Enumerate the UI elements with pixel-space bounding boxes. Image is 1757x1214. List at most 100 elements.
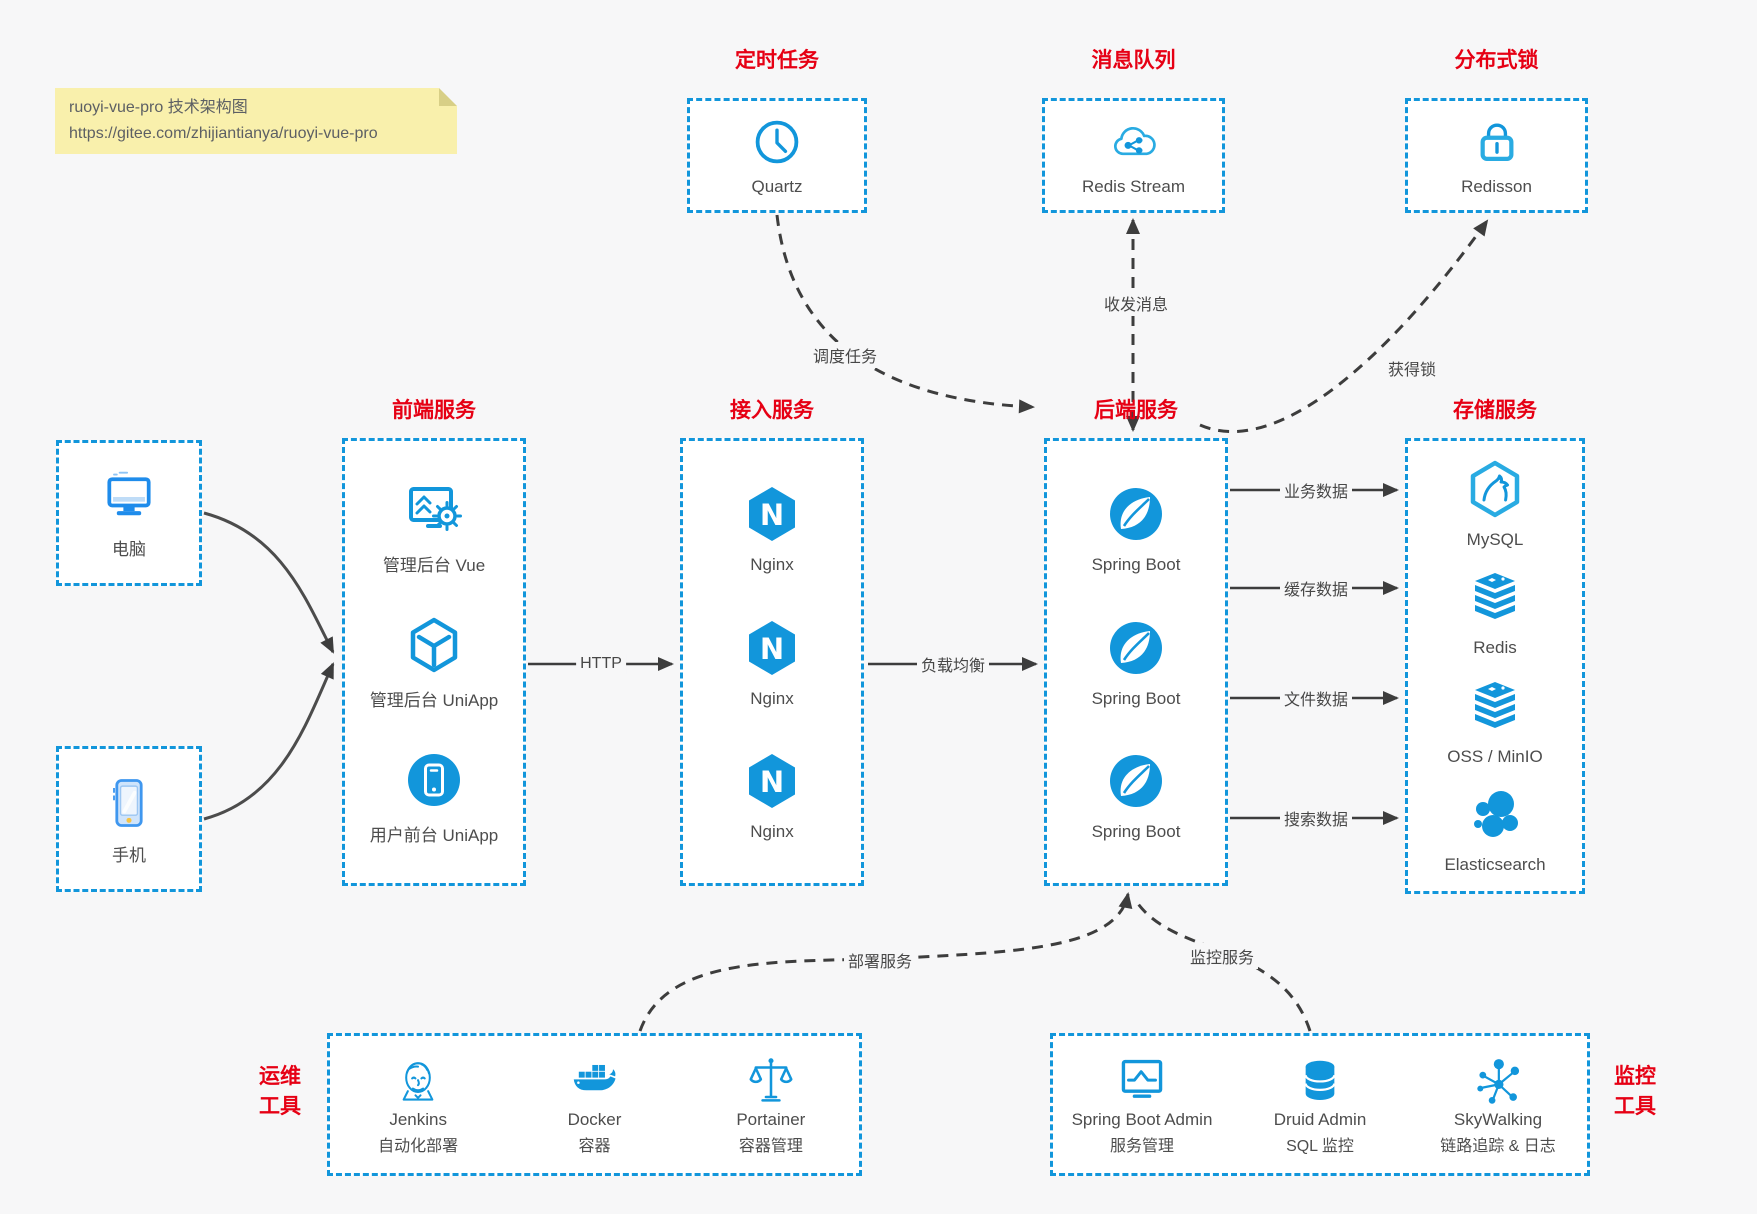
edge-schedule-task (775, 214, 1035, 414)
backend-item-spring-2: Spring Boot (1091, 616, 1181, 709)
storage-item-elasticsearch: Elasticsearch (1444, 782, 1546, 875)
frontend-box: 管理后台 Vue 管理后台 UniApp 用户前台 UniApp (342, 438, 526, 886)
group-title-gateway: 接入服务 (730, 399, 814, 422)
node-label: Spring Boot (1091, 554, 1181, 574)
tool-desc: 容器 (578, 1137, 611, 1155)
oss-stack-icon (1463, 674, 1527, 738)
svg-text:N: N (760, 498, 784, 532)
storage-box: MySQL Redis (1405, 438, 1585, 894)
storage-item-mysql: MySQL (1463, 457, 1527, 550)
node-label: Quartz (751, 176, 803, 196)
spring-boot-icon (1104, 749, 1168, 813)
group-title-storage: 存储服务 (1453, 399, 1537, 422)
tool-desc: 容器管理 (738, 1137, 803, 1155)
desktop-icon (99, 467, 159, 527)
svg-text:N: N (760, 632, 784, 666)
lock-icon (1470, 115, 1524, 169)
backend-item-spring-1: Spring Boot (1091, 482, 1181, 575)
clock-icon (750, 115, 804, 169)
edge-label-biz-data: 业务数据 (1279, 477, 1353, 503)
edge-label-deploy: 部署服务 (843, 947, 917, 973)
node-label: 电脑 (112, 539, 146, 559)
monitor-label-line2: 工具 (1614, 1095, 1656, 1119)
group-title-backend: 后端服务 (1094, 399, 1178, 422)
spring-boot-icon (1104, 482, 1168, 546)
tool-name: SkyWalking (1453, 1109, 1543, 1129)
ops-item-jenkins: Jenkins 自动化部署 (330, 1054, 506, 1156)
node-label: Elasticsearch (1444, 855, 1546, 875)
tool-name: Spring Boot Admin (1071, 1109, 1213, 1129)
note-url: https://gitee.com/zhijiantianya/ruoyi-vu… (69, 124, 378, 142)
frontend-item-admin-uniapp: 管理后台 UniApp (370, 613, 498, 711)
frontend-item-admin-vue: 管理后台 Vue (383, 478, 485, 576)
svg-text:N: N (760, 765, 784, 799)
group-title-scheduler: 定时任务 (735, 49, 819, 72)
edge-label-load-balance: 负载均衡 (916, 651, 990, 677)
node-label: 管理后台 Vue (382, 556, 486, 575)
backend-item-spring-3: Spring Boot (1091, 749, 1181, 842)
tool-desc: 链路追踪 & 日志 (1440, 1137, 1556, 1155)
elasticsearch-icon (1463, 782, 1527, 846)
computer-box: 电脑 (56, 440, 202, 586)
gateway-item-nginx-3: N Nginx (740, 749, 804, 842)
monitor-box: Spring Boot Admin 服务管理 Druid Admin SQL 监… (1050, 1033, 1590, 1176)
node-label: Redisson (1461, 176, 1532, 196)
ops-box: Jenkins 自动化部署 Docker 容器 (327, 1033, 862, 1176)
skywalking-icon (1471, 1054, 1525, 1108)
cloud-stream-icon (1107, 115, 1161, 169)
monitor-item-sba: Spring Boot Admin 服务管理 (1053, 1054, 1231, 1156)
storage-item-redis: Redis (1463, 565, 1527, 658)
node-label: Redis (1473, 638, 1517, 658)
tool-desc: 服务管理 (1109, 1137, 1174, 1155)
edge-label-cache-data: 缓存数据 (1279, 575, 1353, 601)
node-label: 手机 (112, 845, 146, 865)
lock-box: Redisson (1405, 98, 1588, 213)
node-label: Spring Boot (1091, 822, 1181, 842)
ops-label-line2: 工具 (259, 1095, 301, 1119)
tool-name: Druid Admin (1273, 1109, 1367, 1129)
ops-item-portainer: Portainer 容器管理 (683, 1054, 859, 1156)
monitor-item-skywalking: SkyWalking 链路追踪 & 日志 (1409, 1054, 1587, 1156)
nginx-icon: N (740, 482, 804, 546)
node-label: Nginx (750, 554, 794, 574)
node-label: 管理后台 UniApp (369, 691, 499, 710)
ops-label-line1: 运维 (259, 1065, 301, 1088)
sticky-note: ruoyi-vue-pro 技术架构图 https://gitee.com/zh… (55, 88, 457, 154)
jenkins-icon (391, 1054, 445, 1108)
nginx-icon: N (740, 749, 804, 813)
node-label: 用户前台 UniApp (369, 826, 499, 845)
node-label: OSS / MinIO (1447, 746, 1543, 766)
smartphone-icon (99, 773, 159, 833)
tool-desc: SQL 监控 (1286, 1137, 1354, 1155)
edge-label-http: HTTP (576, 654, 626, 674)
note-title: ruoyi-vue-pro 技术架构图 (69, 99, 248, 116)
edge-label-search-data: 搜索数据 (1279, 805, 1353, 831)
group-title-ops: 运维 工具 (248, 1062, 312, 1123)
frontend-item-user-uniapp: 用户前台 UniApp (370, 748, 498, 846)
edge-phone-to-frontend (203, 662, 335, 821)
uniapp-cube-icon (402, 613, 466, 677)
ops-item-docker: Docker 容器 (506, 1054, 682, 1156)
tool-name: Portainer (736, 1109, 806, 1129)
mq-box: Redis Stream (1042, 98, 1225, 213)
edge-label-acquire-lock: 获得锁 (1383, 355, 1441, 381)
backend-box: Spring Boot Spring Boot Spring Boot (1044, 438, 1228, 886)
node-label: Redis Stream (1082, 176, 1185, 196)
nginx-icon: N (740, 616, 804, 680)
admin-vue-icon (402, 478, 466, 542)
gateway-box: N Nginx N Nginx N Nginx (680, 438, 864, 886)
edge-label-schedule: 调度任务 (808, 342, 882, 368)
group-title-mq: 消息队列 (1091, 49, 1176, 72)
scheduler-box: Quartz (687, 98, 867, 213)
user-app-icon (402, 748, 466, 812)
tool-name: Docker (567, 1109, 622, 1129)
gateway-item-nginx-1: N Nginx (740, 482, 804, 575)
node-label: Spring Boot (1091, 688, 1181, 708)
redis-stack-icon (1463, 565, 1527, 629)
monitor-label-line1: 监控 (1614, 1065, 1656, 1088)
edge-computer-to-frontend (203, 511, 335, 654)
storage-item-oss: OSS / MinIO (1447, 674, 1543, 767)
tool-name: Jenkins (389, 1109, 447, 1129)
node-label: Nginx (750, 688, 794, 708)
